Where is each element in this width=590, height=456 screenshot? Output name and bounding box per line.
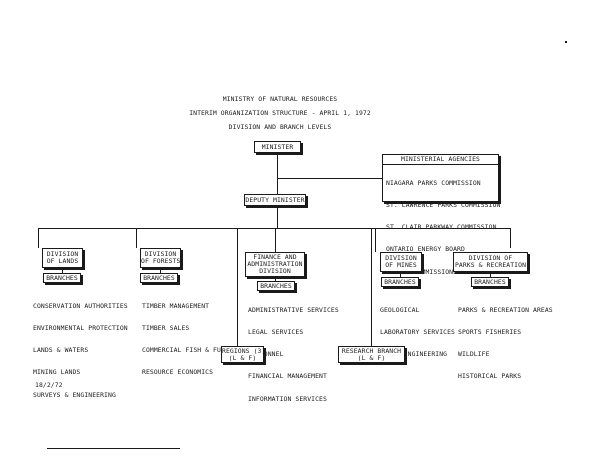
division-forests-line2: OF FORESTS [141,257,181,265]
drop-forests [136,228,137,248]
agencies-heading: MINISTERIAL AGENCIES [401,155,480,163]
agencies-connector-line [277,178,382,179]
deputy-minister-label: DEPUTY MINISTER [245,196,305,204]
regions-box: REGIONS (3) (L & F) [221,346,266,363]
division-lands-box: DIVISION OF LANDS [42,248,83,268]
forests-branch-list: TIMBER MANAGEMENT TIMBER SALES COMMERCIA… [142,288,225,384]
scan-speck [565,41,567,43]
branch-item: ADMINISTRATIVE SERVICES [248,305,339,314]
chart-subtitle-levels: DIVISION AND BRANCH LEVELS [228,123,332,131]
branches-label: BRANCHES [143,274,175,282]
lands-branches-connector [62,269,63,273]
deputy-drop-line [277,207,278,228]
branch-item: PERSONNEL [248,350,284,359]
agency-item: ONTARIO ENERGY BOARD [386,245,465,254]
parks-branches-box: BRANCHES [471,277,509,287]
branches-label: BRANCHES [384,278,416,286]
finance-branch-list: ADMINISTRATIVE SERVICES LEGAL SERVICES P… [248,292,339,411]
division-lands-line1: DIVISION [46,250,79,258]
branch-item: LEGAL SERVICES [248,328,304,337]
mines-branches-connector [400,273,401,277]
chart-title: MINISTRY OF NATURAL RESOURCES [222,95,338,103]
division-forests-line1: DIVISION [144,250,177,258]
branch-item: MINING LANDS [33,368,81,377]
branch-item: ENVIRONMENTAL PROTECTION [33,324,128,333]
drop-mines [375,228,376,252]
ministerial-agencies-box: MINISTERIAL AGENCIES NIAGARA PARKS COMMI… [382,154,500,276]
minister-box: MINISTER [254,141,301,153]
branch-item: HISTORICAL PARKS [458,372,522,381]
lands-branches-box: BRANCHES [43,273,81,283]
regions-line2: (L & F) [228,354,257,362]
research-line1: RESEARCH BRANCH [341,347,402,355]
division-parks-line2: PARKS & RECREATION [454,261,527,269]
division-finance-box: FINANCE AND ADMINISTRATION DIVISION [245,252,305,277]
branch-item: TIMBER MANAGEMENT [142,301,210,310]
mines-branches-box: BRANCHES [381,277,419,287]
branch-item: CONSERVATION AUTHORITIES [33,301,128,310]
branch-item: GEOLOGICAL [380,305,420,314]
branch-item: PARKS & RECREATION AREAS [458,305,553,314]
branch-item: COMMERCIAL FISH & FUR [142,346,225,355]
division-finance-line3: DIVISION [259,267,291,275]
drop-parks [510,228,511,248]
research-branch-box: RESEARCH BRANCH (L & F) [338,346,405,363]
branch-item: INFORMATION SERVICES [248,394,327,403]
branch-item: FINANCIAL MANAGEMENT [248,372,327,381]
branches-label: BRANCHES [260,282,292,290]
drop-research [371,228,372,346]
finance-branches-connector [275,278,276,281]
division-parks-line1: DIVISION OF [468,254,513,262]
research-line2: (L & F) [357,354,386,362]
parks-branches-connector [490,273,491,277]
minister-label: MINISTER [261,143,294,151]
minister-to-deputy-line [277,154,278,194]
branch-item: SURVEYS & ENGINEERING [33,390,116,399]
regions-line1: REGIONS (3) [222,347,266,355]
division-lands-line2: OF LANDS [46,257,79,265]
branch-item: TIMBER SALES [142,324,190,333]
branches-label: BRANCHES [474,278,506,286]
division-forests-box: DIVISION OF FORESTS [140,248,181,268]
agency-item: NIAGARA PARKS COMMISSION [386,178,481,187]
agency-item: ST. CLAIR PARKWAY COMMISSION [386,223,500,231]
division-bus-line [38,228,511,229]
division-parks-box: DIVISION OF PARKS & RECREATION [453,252,528,272]
branch-item: WILDLIFE [458,350,490,359]
division-finance-line1: FINANCE AND [253,253,297,261]
forests-branches-connector [160,269,161,273]
branch-item: LABORATORY SERVICES [380,328,456,337]
agencies-divider [383,164,498,165]
agency-item: ST. LAWRENCE PARKS COMMISSION [386,201,501,210]
branch-item: RESOURCE ECONOMICS [142,368,214,377]
division-mines-box: DIVISION OF MINES [380,252,422,272]
forests-branches-box: BRANCHES [140,273,178,283]
branch-item: SPORTS FISHERIES [458,328,522,337]
document-date: 18/2/72 [35,381,63,389]
scan-bottom-rule [47,448,180,449]
deputy-minister-box: DEPUTY MINISTER [244,194,306,206]
chart-subtitle: INTERIM ORGANIZATION STRUCTURE - APRIL 1… [189,109,371,117]
branches-label: BRANCHES [46,274,78,282]
division-mines-line2: OF MINES [385,261,417,269]
drop-lands [38,228,39,248]
lands-branch-list: CONSERVATION AUTHORITIES ENVIRONMENTAL P… [33,288,128,407]
drop-finance [275,228,276,252]
finance-branches-box: BRANCHES [257,281,295,291]
parks-branch-list: PARKS & RECREATION AREAS SPORTS FISHERIE… [458,292,553,388]
division-finance-line2: ADMINISTRATION [247,260,303,268]
drop-regions [237,228,238,346]
branch-item: LANDS & WATERS [33,346,89,355]
division-mines-line1: DIVISION [385,254,417,262]
